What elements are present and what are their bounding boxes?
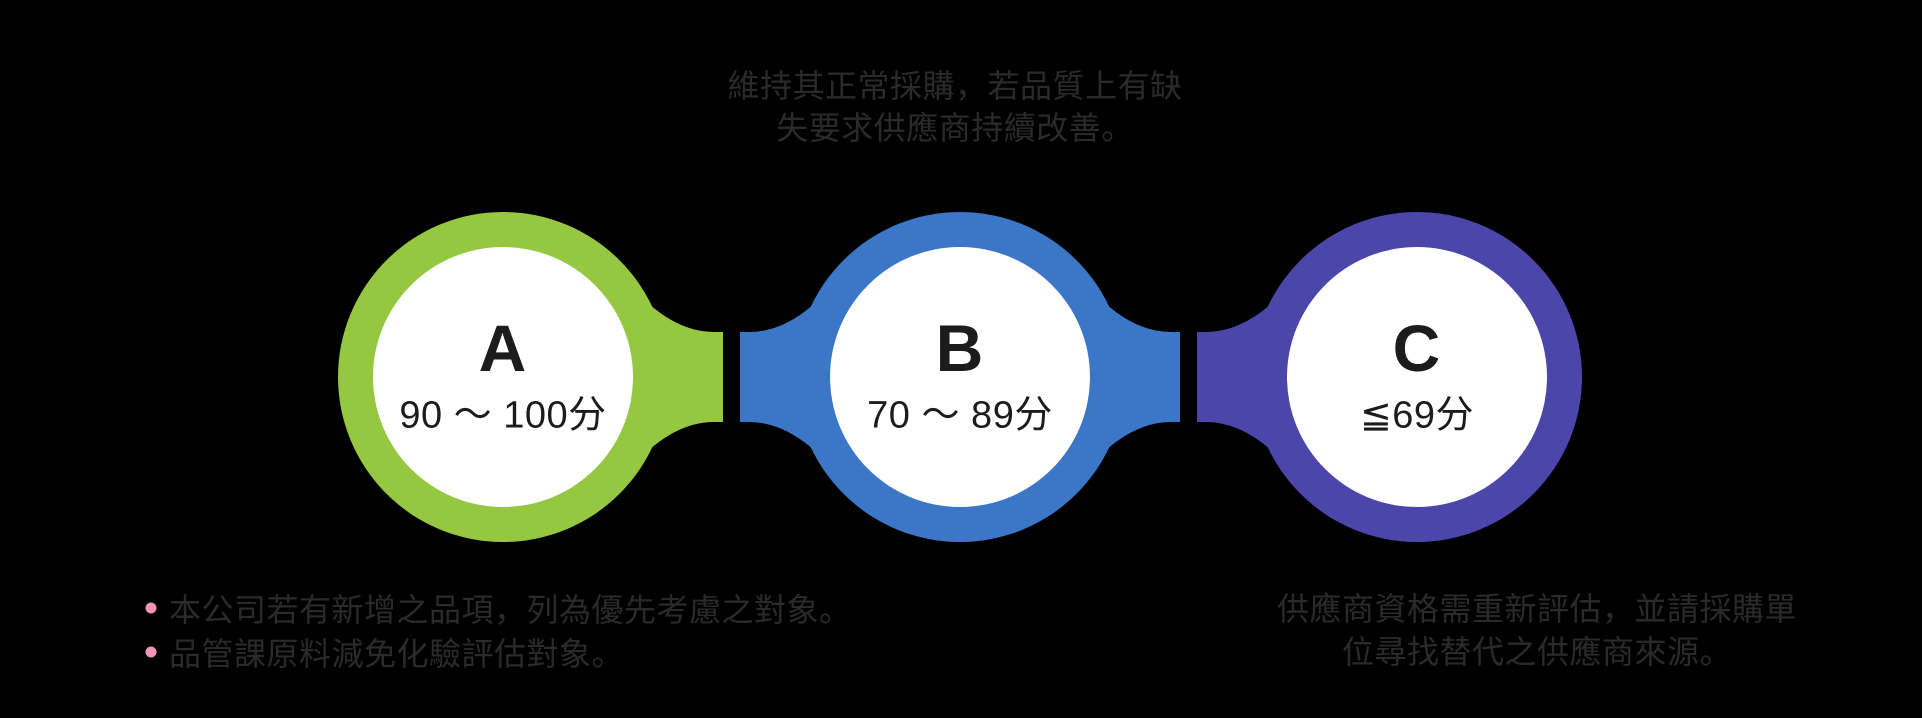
grade-a-note-text-1: 本公司若有新增之品項，列為優先考慮之對象。	[169, 592, 852, 628]
grade-a-note-item-1: 本公司若有新增之品項，列為優先考慮之對象。	[145, 585, 852, 631]
grade-b-letter: B	[935, 311, 985, 385]
grade-b-score-range: 70 ～ 89分	[867, 394, 1053, 437]
grade-c-inner-circle	[1287, 247, 1547, 507]
grade-a-inner-circle	[373, 247, 633, 507]
grade-c-score-range: ≦69分	[1359, 394, 1475, 437]
grade-a-letter: A	[478, 311, 528, 385]
pink-bullet-icon	[145, 602, 157, 614]
grade-b-inner-circle	[830, 247, 1090, 507]
grade-c-note-line-2: 位尋找替代之供應商來源。	[1341, 634, 1733, 670]
grade-b-note-line-2: 失要求供應商持續改善。	[776, 110, 1134, 146]
grade-a-score-range: 90 ～ 100分	[399, 394, 607, 437]
grade-c-note-line-1: 供應商資格需重新評估，並請採購單	[1276, 591, 1798, 627]
grade-b-note-line-1: 維持其正常採購，若品質上有缺	[727, 68, 1183, 104]
grade-a-note-text-2: 品管課原料減免化驗評估對象。	[169, 636, 625, 672]
grade-c-letter: C	[1392, 311, 1442, 385]
grade-a-note-item-2: 品管課原料減免化驗評估對象。	[145, 629, 624, 675]
pink-bullet-icon	[145, 646, 157, 658]
